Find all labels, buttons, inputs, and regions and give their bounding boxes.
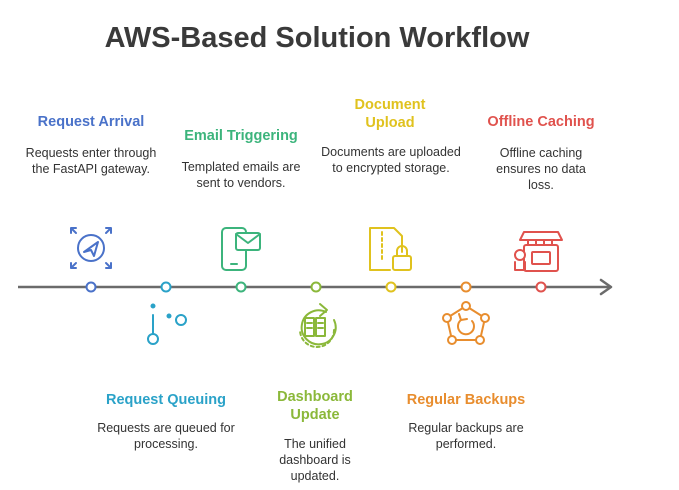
backup-cycle-icon bbox=[442, 301, 490, 345]
marker-document-upload bbox=[385, 281, 397, 293]
step-desc-email-triggering: Templated emails are sent to vendors. bbox=[181, 160, 301, 190]
step-desc-dashboard-update: The unified dashboard is updated. bbox=[279, 437, 351, 483]
step-title-offline-caching: Offline Caching bbox=[487, 114, 595, 130]
step-desc-regular-backups: Regular backups are performed. bbox=[408, 421, 524, 451]
marker-email-triggering bbox=[235, 281, 247, 293]
step-title-dashboard-update: Dashboard Update bbox=[277, 389, 353, 423]
marker-request-arrival bbox=[85, 281, 97, 293]
timeline-arrowhead bbox=[599, 278, 613, 296]
locked-document-icon bbox=[369, 227, 412, 271]
marker-regular-backups bbox=[460, 281, 472, 293]
marker-dashboard-update bbox=[310, 281, 322, 293]
phone-email-icon bbox=[221, 227, 261, 271]
step-title-document-upload: Document Upload bbox=[354, 97, 426, 131]
queue-dots-icon bbox=[147, 303, 187, 345]
step-title-email-triggering: Email Triggering bbox=[184, 128, 298, 144]
dashboard-refresh-icon bbox=[299, 303, 337, 348]
step-desc-request-queuing: Requests are queued for processing. bbox=[97, 421, 235, 451]
step-title-request-arrival: Request Arrival bbox=[37, 114, 145, 130]
marker-offline-caching bbox=[535, 281, 547, 293]
step-title-regular-backups: Regular Backups bbox=[406, 392, 526, 408]
store-cache-icon bbox=[514, 231, 563, 272]
marker-request-queuing bbox=[160, 281, 172, 293]
step-desc-offline-caching: Offline caching ensures no data loss. bbox=[496, 146, 586, 192]
diagram-title: AWS-Based Solution Workflow bbox=[104, 22, 530, 54]
step-desc-document-upload: Documents are uploaded to encrypted stor… bbox=[321, 145, 461, 175]
step-desc-request-arrival: Requests enter through the FastAPI gatew… bbox=[25, 146, 157, 176]
crosshair-cursor-icon bbox=[70, 227, 112, 269]
step-title-request-queuing: Request Queuing bbox=[105, 392, 227, 408]
